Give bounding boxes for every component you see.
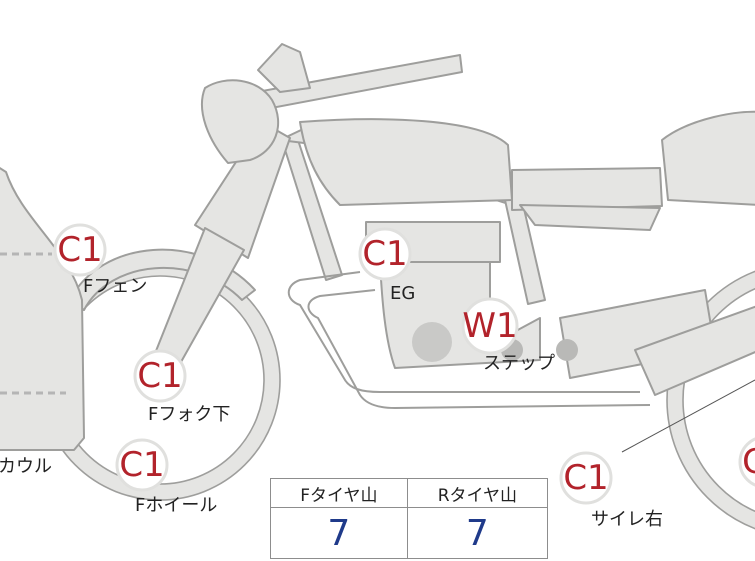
rear-tire-tread-value: 7	[406, 507, 549, 559]
leader-line	[621, 379, 755, 453]
damage-marker-step[interactable]: W1 ステップ	[461, 297, 555, 374]
cowl-label: カウル	[0, 456, 52, 477]
svg-text:C: C	[742, 442, 755, 482]
seat	[511, 167, 663, 211]
svg-text:C1: C1	[362, 234, 407, 274]
damage-marker-fender[interactable]: C1 Fフェン	[53, 223, 147, 297]
marker-label: Fフェン	[83, 276, 147, 297]
svg-text:C1: C1	[57, 230, 102, 270]
swingarm	[519, 204, 661, 231]
marker-label: ステップ	[483, 353, 555, 374]
damage-marker-rear[interactable]: C	[738, 437, 755, 487]
exhaust-pipe-lower	[307, 289, 651, 410]
marker-label: Fフォク下	[148, 404, 230, 425]
tire-tread-table: Fタイヤ山 Rタイヤ山 7 7	[270, 478, 549, 559]
svg-text:C1: C1	[137, 356, 182, 396]
damage-marker-wheel[interactable]: C1 Fホイール	[115, 438, 217, 516]
tail-cowl	[661, 110, 755, 206]
marker-label: サイレ右	[591, 509, 663, 530]
svg-text:C1: C1	[119, 445, 164, 485]
front-tire-tread-header: Fタイヤ山	[270, 478, 408, 508]
footrest-peg	[556, 339, 578, 361]
damage-marker-fork[interactable]: C1 Fフォク下	[133, 349, 230, 425]
rear-tire-tread-header: Rタイヤ山	[406, 478, 549, 508]
mirror	[257, 43, 311, 93]
exhaust-pipe-upper	[287, 271, 640, 393]
fuel-tank	[299, 118, 513, 206]
svg-text:W1: W1	[462, 306, 517, 346]
front-cowl	[0, 166, 85, 451]
rear-shock	[634, 305, 755, 396]
front-tire-tread-value: 7	[270, 507, 408, 559]
rear-wheel	[666, 270, 755, 530]
engine-cover	[412, 322, 452, 362]
marker-label: Fホイール	[135, 495, 217, 516]
marker-label: EG	[390, 283, 415, 304]
damage-marker-engine[interactable]: C1 EG	[358, 227, 415, 304]
damage-marker-silencer[interactable]: C1 サイレ右	[559, 451, 663, 530]
svg-text:C1: C1	[563, 458, 608, 498]
headlight	[201, 79, 280, 164]
